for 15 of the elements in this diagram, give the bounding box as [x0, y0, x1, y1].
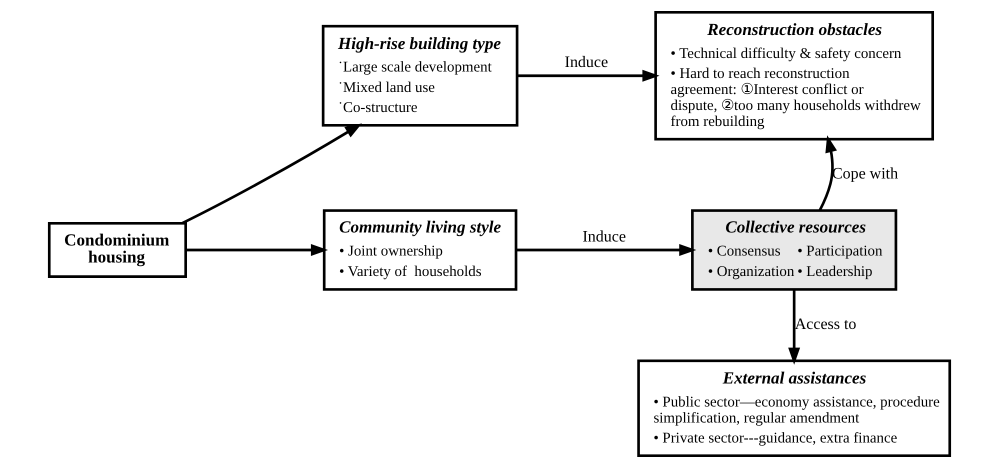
edge-label: Induce: [564, 54, 608, 72]
arrow: [186, 244, 328, 256]
arrow: [517, 70, 660, 82]
node-box: External assistances • Public sector—economy assistance, procedure simplification, regular amendment • Private sector---guidance, extra finance: [637, 359, 952, 457]
node-box: Collective resources • Consensus • Participation • Organization • Leadership: [691, 209, 898, 291]
node-box: Reconstruction obstacles • Technical difficulty & safety concern • Hard to reach reconstruction agreement: ①Interest conflict or dispute, ②too many households withdrew from rebuilding: [654, 11, 934, 140]
arrow: [818, 135, 837, 212]
node-box: Condominium housing: [48, 222, 187, 278]
node-box: High-rise building type ˙Large scale development ˙Mixed land use ˙Co-structure: [322, 24, 518, 127]
edge-label: Cope with: [832, 166, 898, 183]
node-box: Community living style • Joint ownership • Variety of households: [322, 209, 518, 291]
arrow: [788, 290, 800, 365]
arrow: [516, 244, 696, 256]
edge-label: Induce: [582, 228, 626, 246]
arrow: [181, 123, 362, 224]
